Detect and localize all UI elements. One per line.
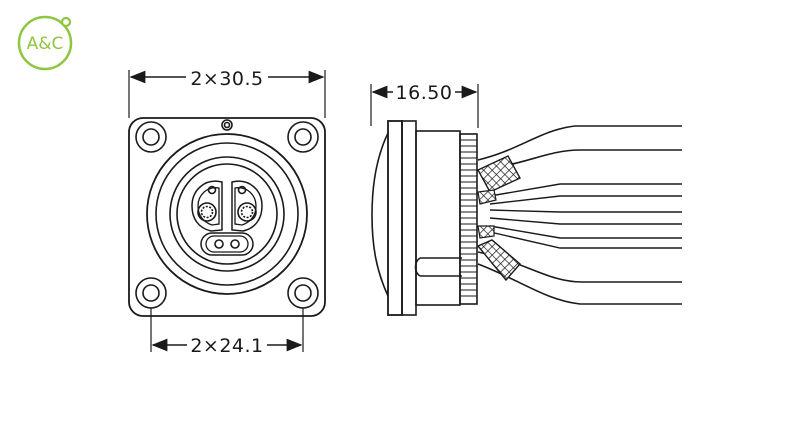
- overall-width-label: 2×30.5: [190, 68, 263, 90]
- mounting-hole-top-right: [287, 121, 319, 153]
- contact-insert: [191, 180, 263, 256]
- front-view: 2×30.5: [128, 68, 326, 357]
- body-depth-dimension: 16.50: [370, 82, 479, 128]
- mounting-hole-bottom-right: [287, 277, 319, 309]
- receptacle-ring-4: [176, 163, 278, 265]
- body-depth-label: 16.50: [396, 82, 453, 104]
- housing-body: [415, 130, 461, 306]
- logo-dot: [60, 16, 72, 28]
- signal-wires: [489, 183, 682, 249]
- knurled-nut: [459, 133, 478, 305]
- hole-spacing-dimension: 2×24.1: [150, 308, 304, 357]
- side-flange: [387, 120, 403, 316]
- receptacle-ring-3: [169, 156, 285, 272]
- power-contact-right: [237, 202, 257, 222]
- power-contact-left: [197, 202, 217, 222]
- brand-logo: A&C: [17, 15, 73, 71]
- braided-shield-bottom: [476, 239, 521, 282]
- mating-face-profile: [371, 132, 389, 297]
- key-indicator-inner: [223, 121, 231, 129]
- receptacle-outer-ring: [146, 133, 308, 295]
- side-view: 16.50: [370, 82, 682, 316]
- braided-shield-mid-2: [477, 225, 495, 239]
- signal-contacts: [207, 185, 247, 249]
- side-pin: [414, 257, 462, 277]
- side-flange-rear: [401, 120, 417, 316]
- flange-plate: [128, 117, 326, 317]
- mounting-hole-top-left: [135, 121, 167, 153]
- overall-width-dimension: 2×30.5: [128, 68, 326, 118]
- braided-shield-top: [477, 155, 521, 193]
- hole-spacing-label: 2×24.1: [190, 335, 263, 357]
- key-indicator: [221, 119, 233, 131]
- logo-ring: [17, 15, 73, 71]
- braided-shield-mid-1: [477, 189, 497, 205]
- logo-text: A&C: [27, 34, 64, 54]
- mounting-hole-bottom-left: [135, 277, 167, 309]
- receptacle-ring-2: [155, 142, 299, 286]
